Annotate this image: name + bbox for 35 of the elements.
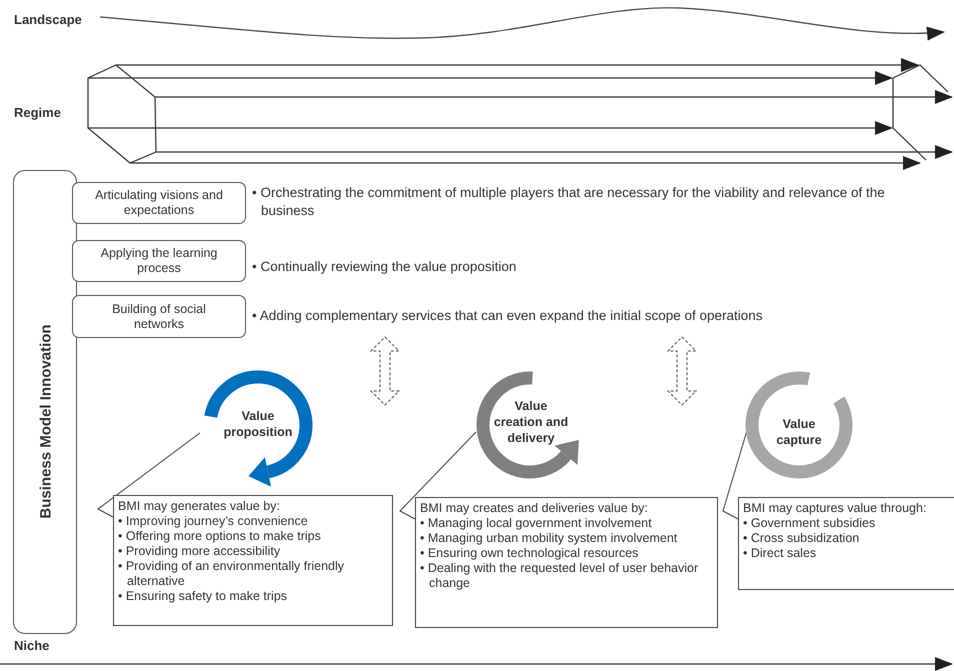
- bullet-item: • Offering more options to make trips: [118, 529, 322, 544]
- strategy-description: • Orchestrating the commitment of multiple players that are necessary for the viability and relevance of the business: [252, 184, 886, 220]
- level-label: Landscape: [14, 12, 82, 27]
- bullet-item: • Cross subsidization: [743, 531, 860, 546]
- circular-ring: [743, 370, 855, 480]
- box-heading: BMI may generates value by:: [118, 499, 281, 514]
- leader-line: [399, 432, 476, 520]
- bullet-item: • Managing local government involvement: [420, 516, 653, 531]
- band-title: Business Model Innovation: [38, 323, 54, 521]
- bullet-item: • Direct sales: [743, 546, 818, 561]
- leader-line: [97, 432, 200, 518]
- strategy-box: Building of social networks: [72, 295, 246, 338]
- bullet-item: • Ensuring own technological resources: [420, 546, 640, 561]
- cycle-title: Value proposition: [222, 408, 294, 440]
- strategy-description: • Adding complementary services that can even expand the initial scope of operations: [252, 307, 764, 325]
- level-label: Regime: [14, 105, 61, 120]
- bullet-item: • Providing of an environmentally friendly alternative: [118, 559, 346, 589]
- strategy-box: Applying the learning process: [72, 240, 246, 282]
- bullet-item: • Providing more accessibility: [118, 544, 282, 559]
- strategy-description: • Continually reviewing the value proposition: [252, 258, 518, 276]
- cycle-title: Value creation and delivery: [493, 398, 569, 446]
- text-box: [415, 497, 718, 628]
- box-heading: BMI may creates and deliveries value by:: [420, 501, 649, 516]
- strategy-box: Articulating visions and expectations: [72, 182, 246, 224]
- leader-line: [722, 430, 748, 520]
- bullet-item: • Ensuring safety to make trips: [118, 589, 288, 604]
- bullet-item: • Dealing with the requested level of user behavior change: [420, 561, 700, 591]
- text-box: [113, 495, 393, 626]
- bullet-item: • Improving journey’s convenience: [118, 514, 309, 529]
- cycle-title: Value capture: [775, 416, 823, 448]
- text-box: [738, 497, 954, 590]
- bullet-item: • Managing urban mobility system involvement: [420, 531, 678, 546]
- bullet-item: • Government subsidies: [743, 516, 876, 531]
- box-heading: BMI may captures value through:: [743, 501, 928, 516]
- level-label: Niche: [14, 638, 50, 653]
